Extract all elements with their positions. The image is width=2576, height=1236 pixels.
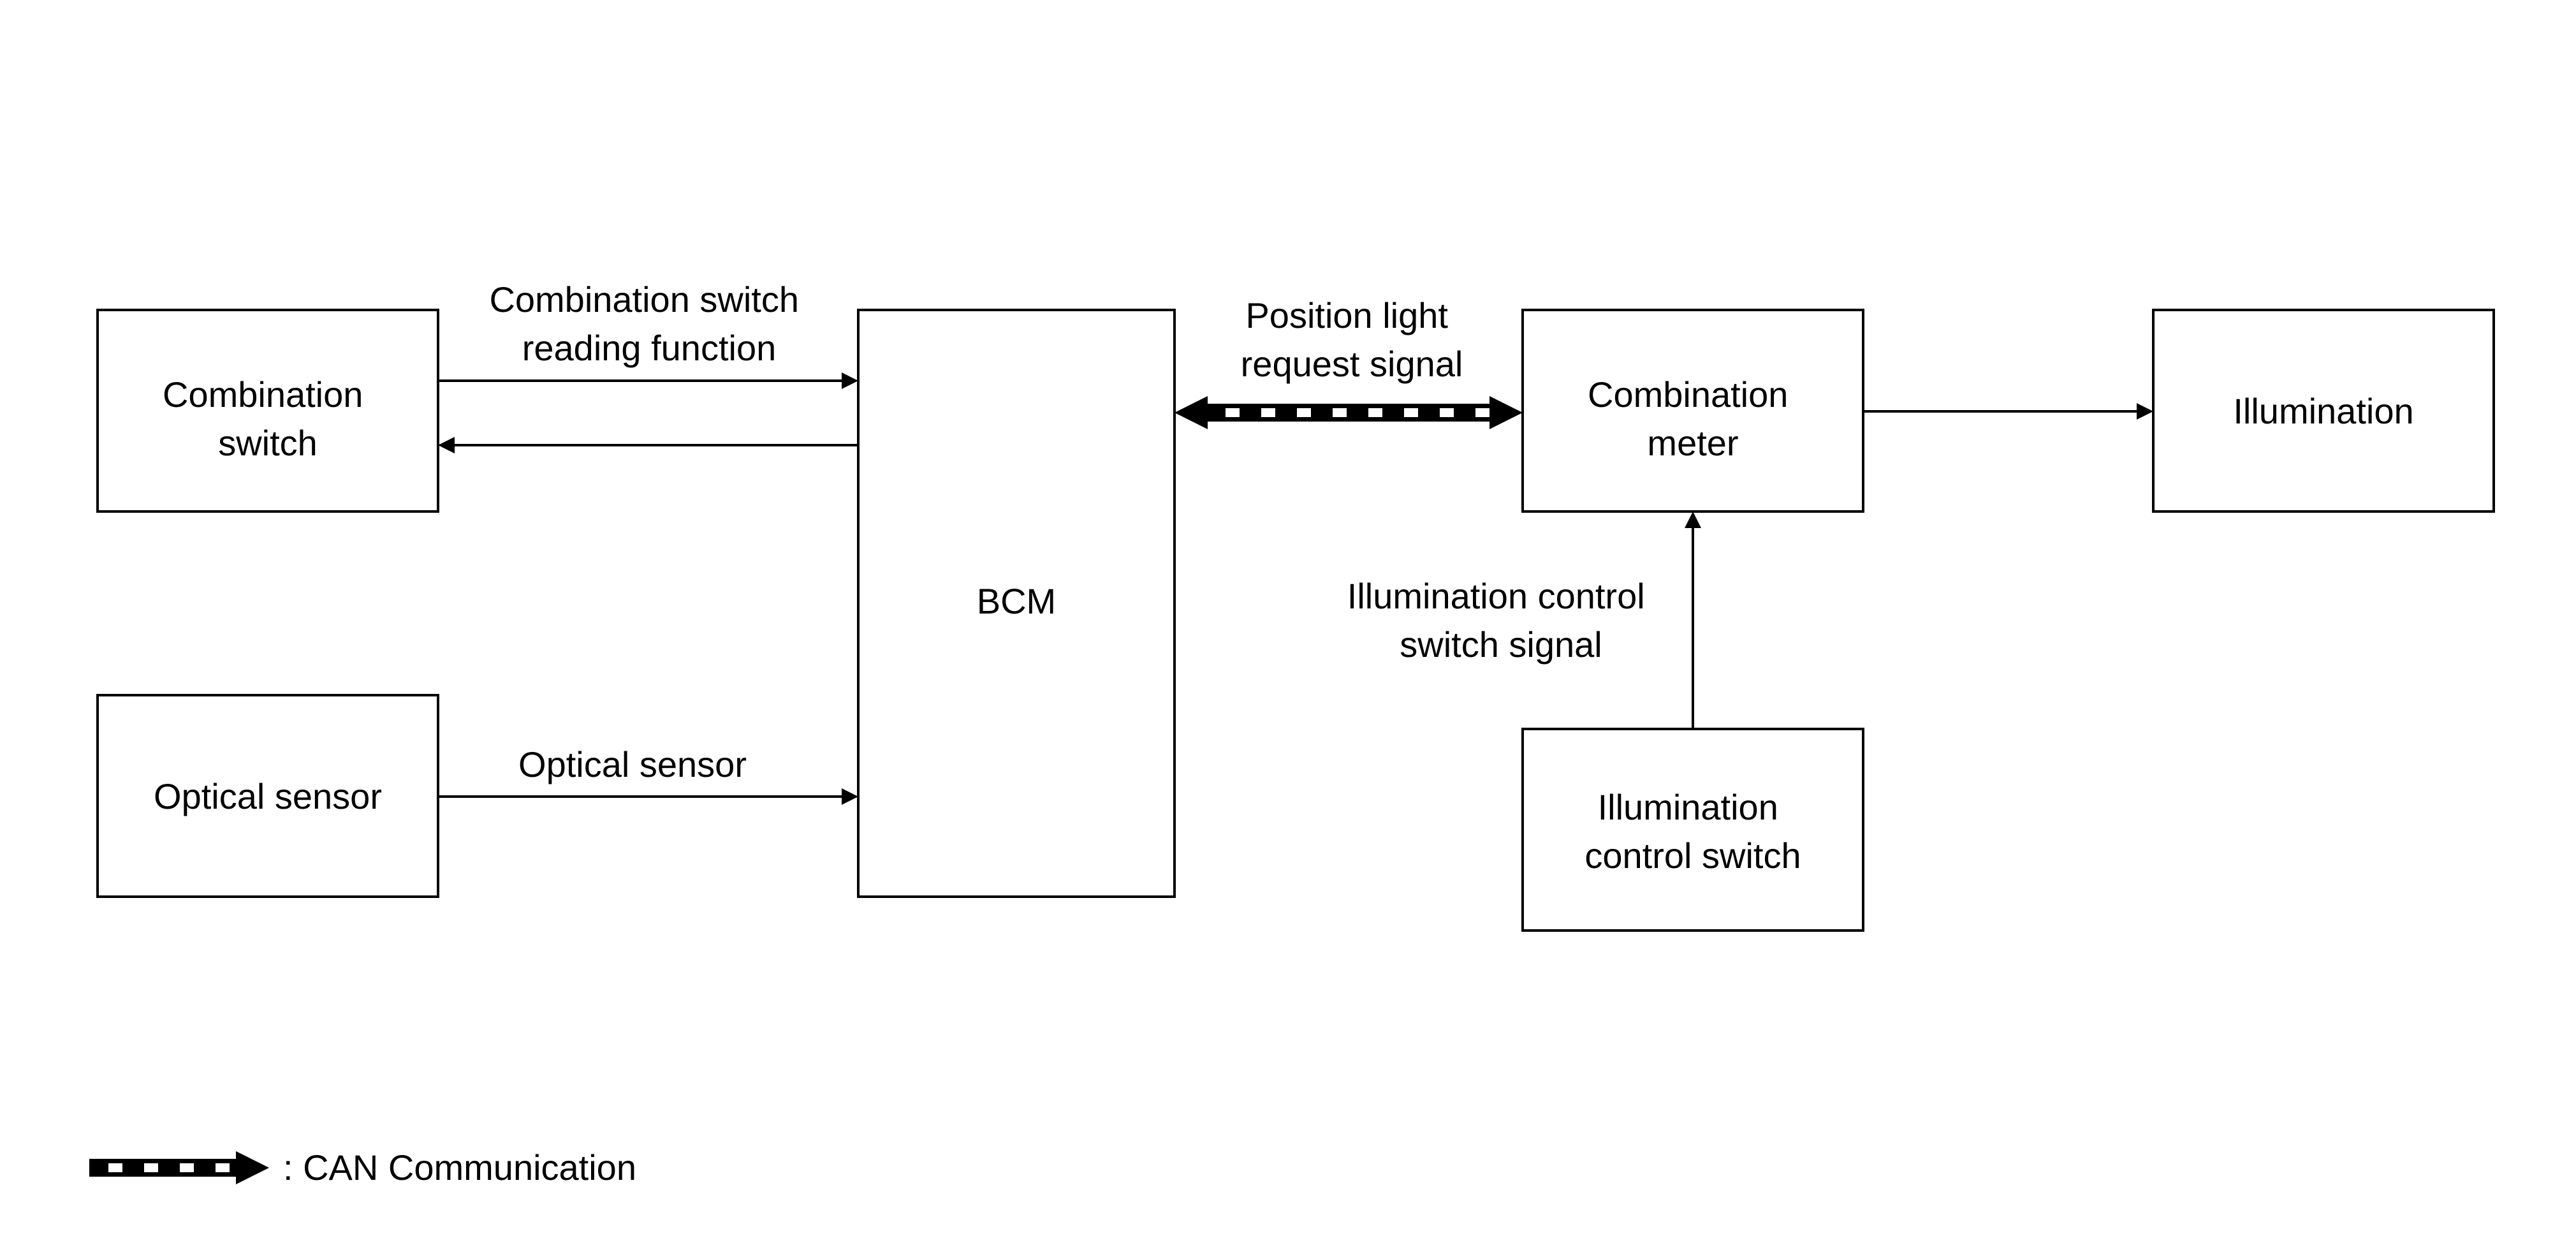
signal-label-illumination-control-switch: Illumination control switch signal — [1347, 576, 1655, 665]
combination-switch-block: Combination switch — [96, 309, 439, 513]
combination-switch-label: Combination switch — [163, 374, 373, 463]
combination-meter-label: Combination meter — [1588, 374, 1798, 463]
bcm-label: BCM — [977, 581, 1056, 621]
arrow-control-switch-to-meter — [1685, 511, 1701, 729]
arrow-meter-to-illumination — [1863, 403, 2153, 420]
signal-label-position-light-request: Position light request signal — [1241, 295, 1463, 384]
arrow-switch-to-bcm — [438, 372, 858, 389]
optical-sensor-label: Optical sensor — [154, 776, 382, 816]
signal-label-optical-sensor: Optical sensor — [518, 744, 747, 784]
arrow-bcm-to-switch — [438, 437, 858, 453]
illumination-control-switch-block: Illumination control switch — [1521, 728, 1864, 932]
can-arrow-bcm-meter — [1175, 396, 1523, 429]
legend: : CAN Communication — [89, 1147, 636, 1188]
legend-can-label: : CAN Communication — [283, 1147, 636, 1188]
arrow-optical-to-bcm — [438, 788, 858, 805]
illumination-block: Illumination — [2152, 309, 2495, 513]
legend-can-arrow-icon — [89, 1151, 269, 1184]
bcm-block: BCM — [857, 309, 1176, 898]
combination-meter-block: Combination meter — [1521, 309, 1864, 513]
signal-label-combination-switch-reading: Combination switch reading function — [489, 279, 809, 368]
optical-sensor-block: Optical sensor — [96, 694, 439, 898]
illumination-control-switch-label: Illumination control switch — [1584, 787, 1801, 876]
illumination-label: Illumination — [2233, 391, 2413, 431]
